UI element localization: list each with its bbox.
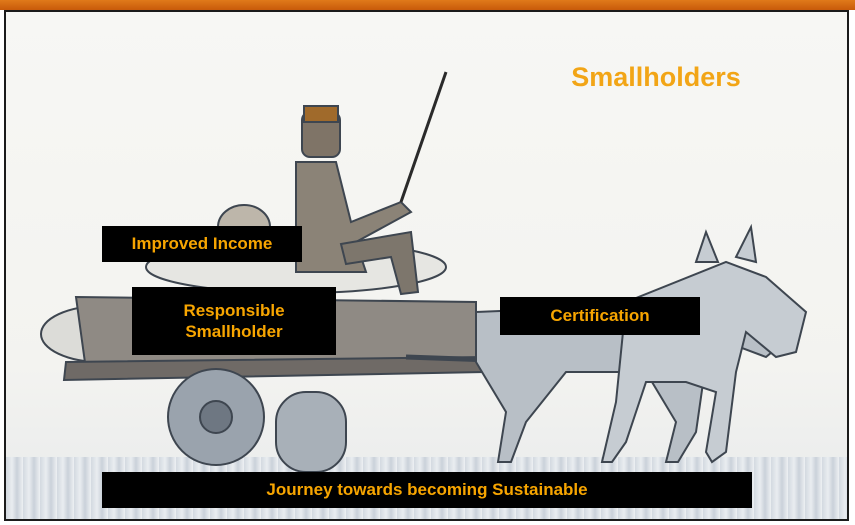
image-frame: Smallholders Improved Income Responsible…: [4, 10, 849, 521]
accent-bar: [0, 0, 855, 10]
wheel-hub: [199, 400, 233, 434]
journey-banner: Journey towards becoming Sustainable: [102, 472, 752, 508]
slide-title: Smallholders: [571, 62, 741, 92]
donkey-ear-2: [734, 223, 758, 264]
donkey-ear-1: [694, 229, 720, 263]
donkey-front: [600, 260, 808, 464]
certification-label: Certification: [500, 297, 700, 335]
driver-legs: [339, 230, 420, 296]
wheel-rear: [275, 391, 347, 473]
driver-hat: [303, 105, 339, 123]
whip: [399, 71, 448, 203]
driver-body: [295, 161, 413, 273]
cart-base: [62, 355, 488, 382]
improved-income-label: Improved Income: [102, 226, 302, 262]
responsible-smallholder-label: Responsible Smallholder: [132, 287, 336, 355]
